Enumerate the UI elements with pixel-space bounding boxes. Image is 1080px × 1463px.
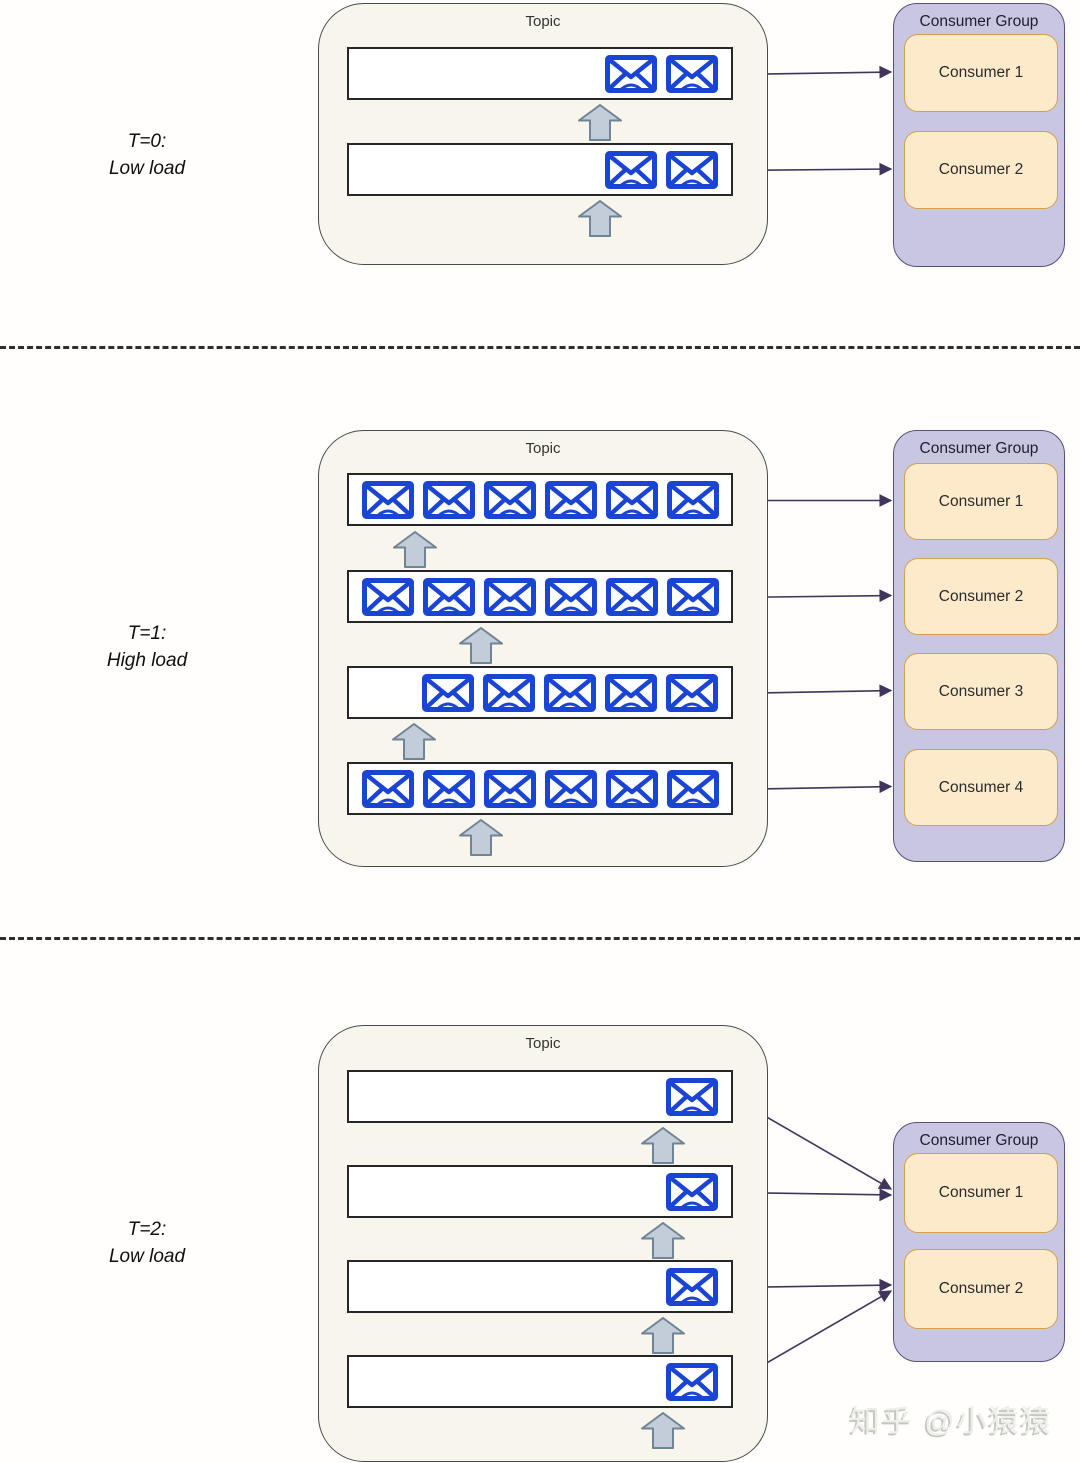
message-envelope-icon <box>484 577 536 616</box>
time-label-line: T=2: <box>127 1219 167 1240</box>
consumer-group-title: Consumer Group <box>919 440 1039 457</box>
message-envelope-icon <box>423 769 475 808</box>
partition-row <box>347 1165 733 1218</box>
partition-row <box>347 1070 733 1123</box>
message-envelope-icon <box>667 480 719 519</box>
consumer-label: Consumer 1 <box>938 492 1024 510</box>
watermark: 知乎 @小猿猿 <box>850 1405 1053 1438</box>
message-envelope-icon <box>544 673 596 712</box>
incoming-messages-arrow-icon <box>641 1222 685 1259</box>
message-envelope-icon <box>422 673 474 712</box>
partition-row <box>347 1355 733 1408</box>
message-envelope-icon <box>666 673 718 712</box>
incoming-messages-arrow-icon <box>641 1412 685 1449</box>
message-envelope-icon <box>666 1077 718 1116</box>
partition-row <box>347 762 733 815</box>
message-envelope-icon <box>545 769 597 808</box>
incoming-messages-arrow-icon <box>459 627 503 664</box>
message-envelope-icon <box>667 577 719 616</box>
partition-row <box>347 570 733 623</box>
section-divider <box>0 937 1080 940</box>
message-envelope-icon <box>606 769 658 808</box>
message-envelope-icon <box>605 54 657 93</box>
time-label-line: T=0: <box>127 131 167 152</box>
message-envelope-icon <box>483 673 535 712</box>
time-label-line: T=1: <box>127 623 167 644</box>
incoming-messages-arrow-icon <box>578 200 622 237</box>
consumer-label: Consumer 1 <box>938 1184 1024 1201</box>
incoming-messages-arrow-icon <box>578 104 622 141</box>
consumer-label: Consumer 1 <box>938 64 1024 81</box>
topic-title: Topic <box>525 1035 561 1052</box>
consumer-box: Consumer 2 <box>904 558 1058 635</box>
message-envelope-icon <box>666 1172 718 1211</box>
time-load-label: T=2: Low load <box>47 1216 247 1270</box>
consumer-group-title: Consumer Group <box>919 13 1039 30</box>
message-envelope-icon <box>423 480 475 519</box>
consumer-label: Consumer 2 <box>938 1280 1024 1297</box>
message-envelope-icon <box>423 577 475 616</box>
partition-row <box>347 143 733 196</box>
incoming-messages-arrow-icon <box>393 531 437 568</box>
section-divider <box>0 346 1080 349</box>
message-envelope-icon <box>362 769 414 808</box>
partition-row <box>347 47 733 100</box>
message-envelope-icon <box>484 769 536 808</box>
message-envelope-icon <box>667 769 719 808</box>
time-load-label: T=0: Low load <box>47 128 247 182</box>
topic-box: Topic <box>318 3 768 265</box>
consumer-box: Consumer 1 <box>904 34 1058 112</box>
message-envelope-icon <box>606 577 658 616</box>
message-envelope-icon <box>545 577 597 616</box>
consumer-box: Consumer 3 <box>904 653 1058 730</box>
message-envelope-icon <box>605 150 657 189</box>
consumer-label: Consumer 4 <box>938 778 1024 796</box>
topic-title: Topic <box>525 13 561 30</box>
message-envelope-icon <box>545 480 597 519</box>
consumer-box: Consumer 2 <box>904 1249 1058 1329</box>
consumer-box: Consumer 2 <box>904 131 1058 209</box>
partition-row <box>347 1260 733 1313</box>
consumer-box: Consumer 1 <box>904 1153 1058 1233</box>
time-label-line: High load <box>106 650 188 671</box>
message-envelope-icon <box>606 480 658 519</box>
message-envelope-icon <box>362 480 414 519</box>
topic-title: Topic <box>525 440 561 457</box>
consumer-group-title: Consumer Group <box>919 1132 1039 1149</box>
message-envelope-icon <box>484 480 536 519</box>
incoming-messages-arrow-icon <box>459 819 503 856</box>
consumer-label: Consumer 2 <box>938 587 1024 605</box>
message-envelope-icon <box>666 1267 718 1306</box>
partition-row <box>347 473 733 526</box>
message-envelope-icon <box>666 54 718 93</box>
incoming-messages-arrow-icon <box>641 1317 685 1354</box>
consumer-box: Consumer 1 <box>904 463 1058 540</box>
consumer-box: Consumer 4 <box>904 749 1058 826</box>
consumer-label: Consumer 2 <box>938 161 1024 178</box>
message-envelope-icon <box>666 1362 718 1401</box>
incoming-messages-arrow-icon <box>641 1127 685 1164</box>
incoming-messages-arrow-icon <box>392 723 436 760</box>
message-envelope-icon <box>666 150 718 189</box>
time-label-line: Low load <box>108 1246 186 1267</box>
message-envelope-icon <box>362 577 414 616</box>
message-envelope-icon <box>605 673 657 712</box>
time-load-label: T=1: High load <box>47 620 247 674</box>
partition-row <box>347 666 733 719</box>
time-label-line: Low load <box>108 158 186 179</box>
consumer-label: Consumer 3 <box>938 682 1024 700</box>
